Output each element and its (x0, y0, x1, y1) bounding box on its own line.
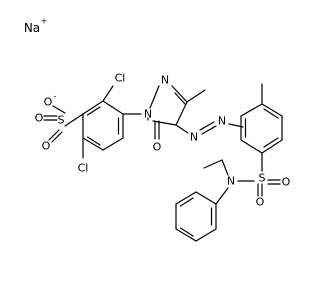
sulfonamide-sulfur-label: S (259, 172, 266, 185)
chlorine-top-label: Cl (115, 72, 126, 85)
bond-ring-a-cl-top (102, 85, 114, 102)
ethyl-bonds (203, 159, 229, 176)
ring-a-bonds (82, 100, 124, 151)
phenyl-bonds (175, 191, 217, 242)
pyrazolone-n2-label: N (161, 74, 169, 87)
sulfonamide-oxygen-right-label: O (282, 176, 291, 189)
sulfonate-charge: - (54, 92, 57, 101)
azo-bonds (175, 121, 244, 135)
sodium-charge: + (41, 17, 48, 26)
ring-b-bonds (240, 83, 283, 154)
sulfonate-group: S O - O O (35, 92, 65, 153)
sulfonate-sulfur-label: S (58, 114, 65, 127)
sulfonamide-nitrogen-label: N (227, 175, 235, 188)
sulfonate-oxygen-bottom-label: O (42, 140, 51, 153)
chlorine-bottom-label: Cl (78, 162, 89, 175)
sulfonate-oxygen-minus-label: O (44, 96, 53, 109)
sulfonate-oxygen-left-label: O (35, 112, 44, 125)
pyrazolone-n1-label: N (144, 108, 152, 121)
sulfonamide-bonds (237, 152, 281, 197)
sulfonamide-oxygen-bottom-label: O (256, 196, 265, 209)
azo-n-left-label: N (190, 131, 198, 144)
sodium-ion: Na + (24, 17, 48, 36)
carbonyl-oxygen-label: O (153, 141, 162, 154)
sodium-label: Na (24, 21, 40, 35)
sulfonamide-group: S O O N (227, 172, 291, 209)
azo-n-right-label: N (218, 115, 226, 128)
sulfonate-bonds (43, 105, 84, 143)
bond-n-to-phenyl (215, 187, 229, 205)
pyrazolone-bonds (147, 85, 206, 140)
